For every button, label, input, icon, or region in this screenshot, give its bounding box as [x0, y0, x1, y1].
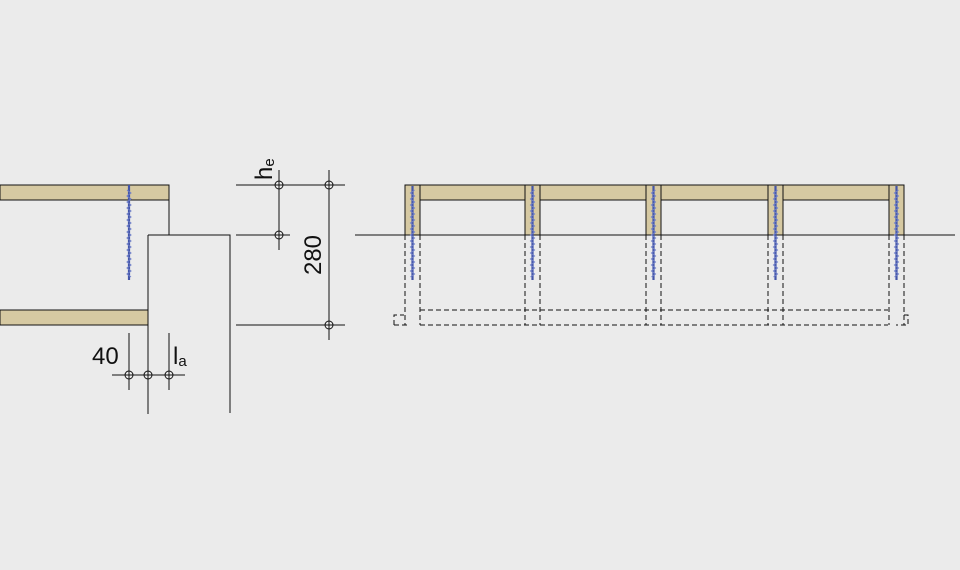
hidden-member-outline [393, 309, 909, 326]
screw [772, 186, 779, 280]
dimension-280-label: 280 [300, 235, 327, 275]
member-outline [168, 200, 231, 413]
timber-post [404, 184, 421, 325]
screw [650, 186, 657, 280]
dimension-la-label: la [173, 343, 187, 370]
timber-post [888, 184, 905, 325]
top-timber-board [0, 184, 170, 201]
section-detail: 40 la he 280 [0, 158, 345, 414]
dimension-he-label: he [251, 158, 278, 180]
dimension-40-label: 40 [92, 343, 119, 370]
timber-post [767, 184, 784, 325]
screw [409, 186, 416, 280]
screw-section [126, 185, 132, 280]
post-group [404, 184, 905, 325]
horizontal-dimension [112, 333, 185, 390]
elevation-detail [355, 184, 955, 326]
vertical-dimension [236, 170, 345, 340]
screw [529, 186, 536, 280]
timber-post [524, 184, 541, 325]
bottom-timber-board [0, 309, 149, 326]
timber-post [645, 184, 662, 325]
screw [893, 186, 900, 280]
